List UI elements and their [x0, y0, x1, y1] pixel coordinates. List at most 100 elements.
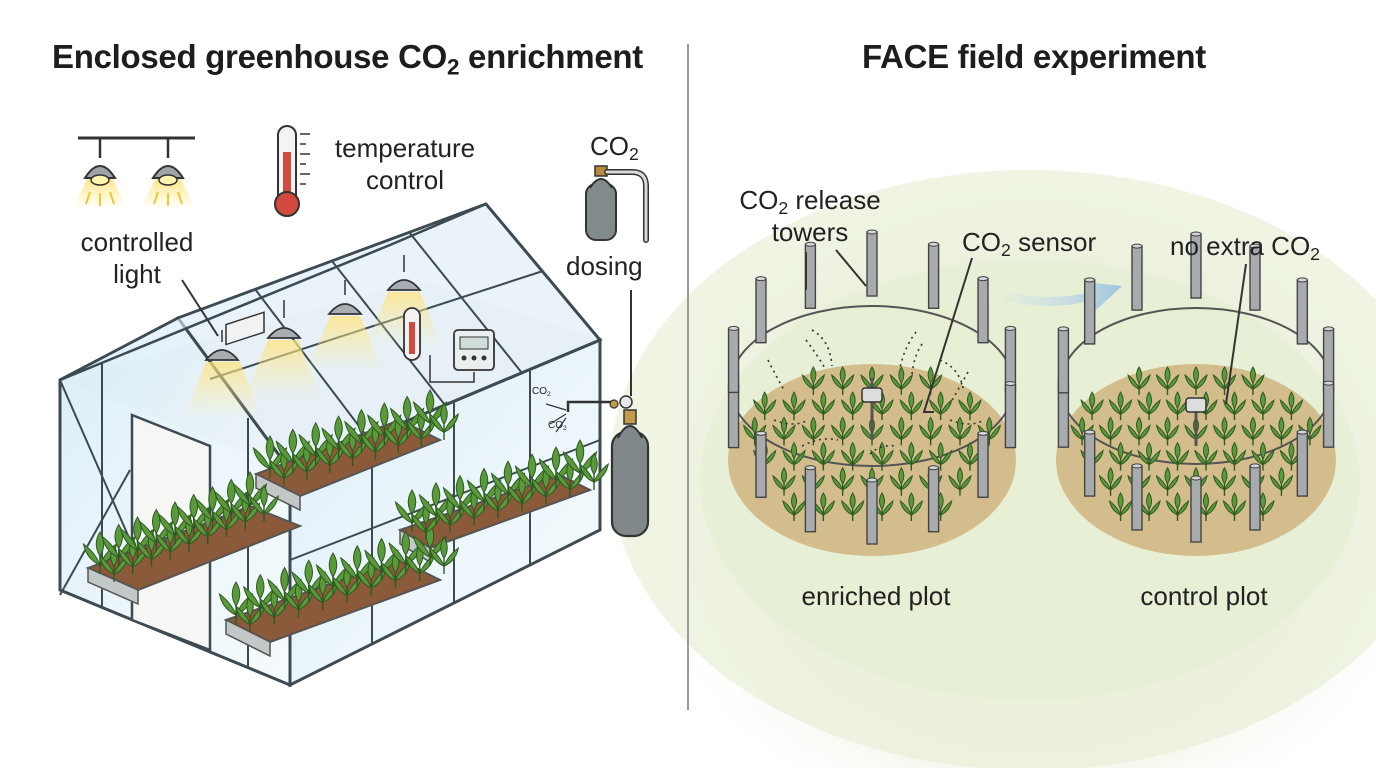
- release-tower: [1083, 429, 1096, 497]
- plant-sprout: [1212, 416, 1237, 446]
- release-tower: [977, 430, 989, 499]
- plant-sprout: [752, 391, 777, 421]
- plant-sprout: [1108, 441, 1133, 471]
- plant-sprout: [410, 502, 442, 540]
- co2-puff-label-lower: CO2: [548, 420, 567, 432]
- release-tower: [1131, 463, 1143, 531]
- control-plot-label: control plot: [1140, 581, 1268, 611]
- plant-sprout: [428, 536, 460, 574]
- plant-sprout: [1137, 441, 1161, 471]
- release-tower: [1322, 380, 1335, 448]
- release-tower: [1296, 277, 1309, 345]
- plant-sprout: [899, 441, 924, 471]
- plant-sprout: [1222, 441, 1247, 471]
- plant-sprout: [782, 441, 806, 471]
- plant-sprout: [1155, 416, 1180, 446]
- plant-sprout: [1251, 391, 1275, 421]
- control-plot-art: [1056, 231, 1336, 556]
- plant-sprout: [840, 441, 865, 471]
- plant-sprout: [1127, 366, 1151, 395]
- plant-sprout: [1269, 466, 1294, 496]
- plant-sprout: [195, 486, 230, 529]
- plant-sprout: [782, 492, 806, 521]
- panel-divider: [687, 44, 689, 710]
- release-tower: [1083, 277, 1096, 345]
- plant-sprout: [1108, 492, 1133, 521]
- plant-sprout: [889, 466, 914, 496]
- left-panel-title: Enclosed greenhouse CO2 enrichment: [52, 38, 643, 80]
- no-extra-co2-label: no extra CO2: [1170, 231, 1321, 264]
- plant-sprout: [1279, 391, 1304, 421]
- release-tower: [977, 276, 989, 344]
- plant-sprout: [830, 416, 855, 446]
- right-panel-title: FACE field experiment: [862, 38, 1206, 75]
- plant-sprout: [772, 466, 796, 496]
- plant-sprout: [1241, 366, 1265, 395]
- plant-sprout: [889, 416, 914, 446]
- release-tower: [727, 325, 740, 394]
- plant-sprout: [811, 441, 836, 471]
- plant-sprout: [1165, 492, 1190, 521]
- release-tower: [866, 477, 878, 545]
- plant-sprout: [899, 492, 924, 521]
- plant-sprout: [428, 402, 460, 440]
- plant-sprout: [918, 416, 943, 446]
- plant-sprout: [772, 416, 796, 446]
- plant-sprout: [948, 466, 972, 496]
- plant-sprout: [889, 366, 914, 395]
- greenhouse: [58, 202, 650, 688]
- plant-sprout: [840, 492, 865, 521]
- release-tower: [927, 465, 940, 533]
- plant-sprout: [870, 441, 894, 471]
- release-tower: [1249, 463, 1261, 531]
- release-tower: [804, 465, 817, 533]
- greenhouse-plants: [82, 389, 610, 632]
- plant-sprout: [578, 452, 610, 490]
- outdoor-cylinder-icon: [566, 395, 650, 538]
- plant-sprout: [801, 366, 826, 395]
- plant-sprout: [958, 391, 982, 421]
- release-tower: [755, 430, 767, 499]
- enriched-plot-art: [727, 229, 1017, 556]
- callout-lines: [805, 249, 1247, 413]
- release-tower: [1190, 231, 1202, 299]
- plant-sprout: [1127, 416, 1151, 446]
- release-tower: [866, 229, 878, 297]
- release-tower: [755, 276, 767, 344]
- release-tower: [1249, 243, 1261, 311]
- plant-sprout: [1155, 466, 1180, 496]
- plant-sprout: [1251, 441, 1275, 471]
- release-towers-label: CO2 release towers: [739, 185, 881, 247]
- plant-sprout: [1080, 391, 1104, 421]
- gas-cylinder-icon: [585, 165, 649, 243]
- plant-sprout: [830, 466, 855, 496]
- release-tower: [927, 241, 940, 309]
- release-tower: [1131, 243, 1143, 311]
- co2-tank-label: CO2: [590, 131, 639, 164]
- plant-sprout: [899, 391, 924, 421]
- release-tower: [1057, 326, 1070, 394]
- plant-sprout: [830, 366, 855, 395]
- thermometer-icon: [274, 125, 310, 217]
- plant-sprout: [307, 572, 338, 611]
- plant-sprout: [1165, 441, 1190, 471]
- plant-sprout: [1108, 391, 1133, 421]
- temperature-control-label: temperature control: [334, 133, 476, 195]
- controlled-light-label: controlled light: [80, 227, 194, 289]
- plant-sprout: [1222, 492, 1247, 521]
- plant-sprout: [1269, 416, 1294, 446]
- plant-sprout: [1212, 466, 1237, 496]
- release-tower: [1296, 429, 1309, 497]
- plant-sprout: [1098, 416, 1123, 446]
- plant-sprout: [1137, 391, 1161, 421]
- enriched-plot-label: enriched plot: [801, 581, 951, 611]
- plant-sprout: [928, 391, 953, 421]
- release-tower: [1004, 381, 1017, 449]
- plant-sprout: [918, 366, 943, 395]
- release-tower: [1190, 475, 1202, 543]
- plant-sprout: [1184, 366, 1208, 395]
- plant-sprout: [948, 416, 972, 446]
- dosing-label: dosing: [566, 251, 643, 281]
